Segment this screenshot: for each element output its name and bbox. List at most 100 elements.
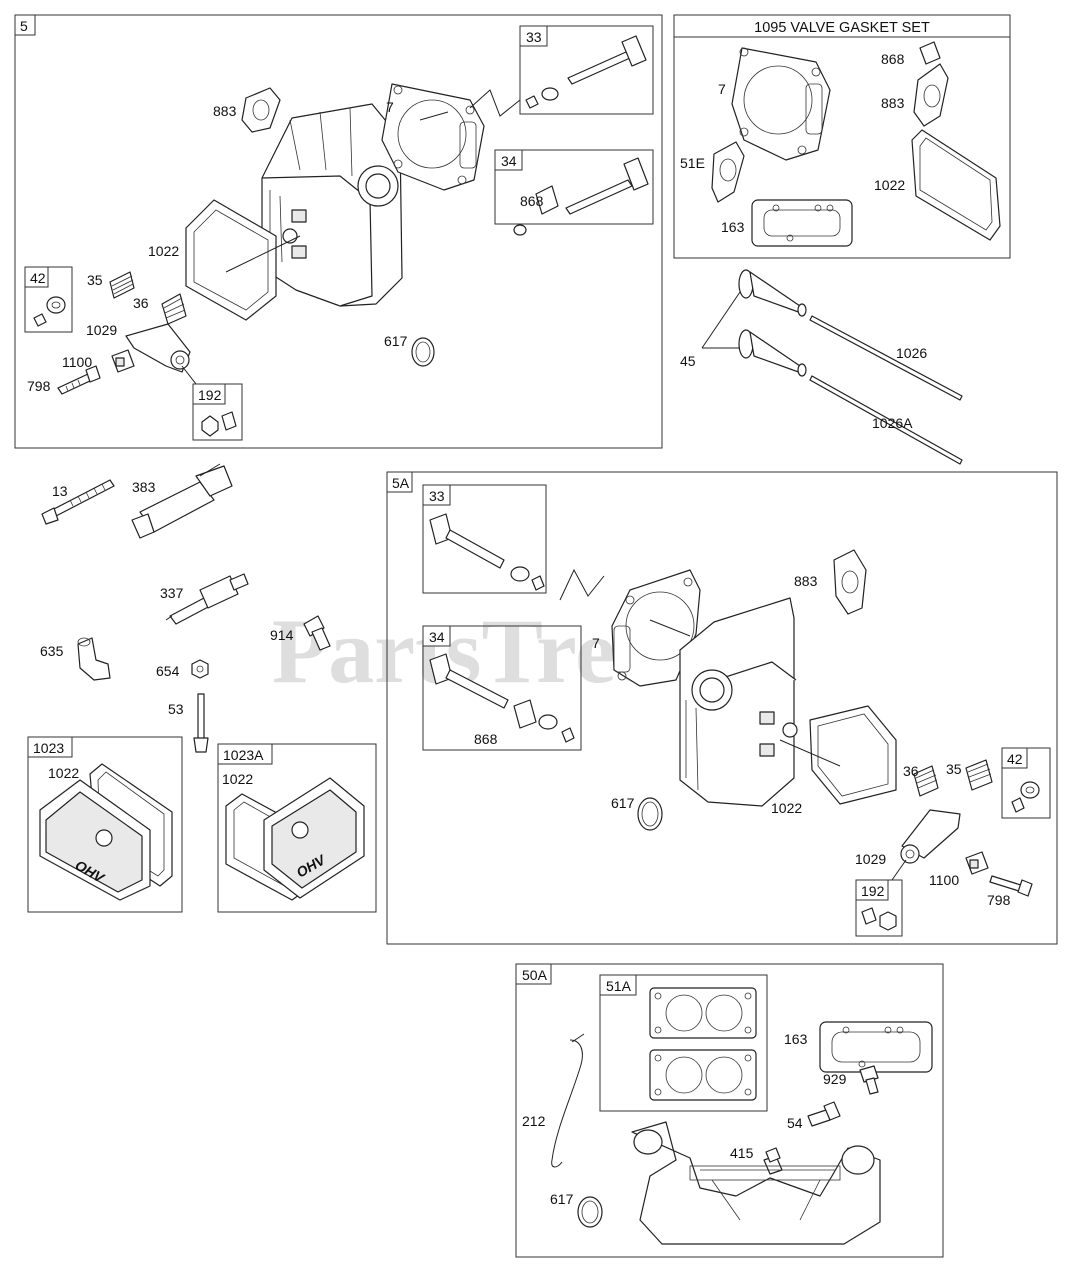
sub-box-5a-33: 33 (422, 484, 547, 594)
gasket-883-kit-part[interactable] (913, 63, 949, 127)
callout-654: 654 (156, 663, 180, 679)
callout-1100-a: 1100 (62, 354, 92, 370)
valve-spring-35-part[interactable] (109, 271, 135, 299)
valve-guide-45-lower-part[interactable] (738, 329, 807, 377)
spark-plug-337-part[interactable] (165, 573, 249, 625)
wire-212-part[interactable] (551, 1033, 585, 1168)
leader-45 (701, 291, 741, 349)
pivot-guide-1100-part[interactable] (111, 349, 135, 373)
exhaust-manifold-part[interactable] (631, 1121, 881, 1245)
sub-box-5-42-tag: 42 (30, 270, 46, 286)
kit-50a-tag: 50A (522, 967, 548, 983)
sub-box-50a-51a: 51A (599, 974, 768, 1112)
callout-1029-c: 1029 (855, 851, 886, 867)
head-gasket-part[interactable] (381, 83, 485, 191)
callout-1022-a: 1022 (148, 243, 179, 259)
sub-box-5a-34: 34 (422, 625, 582, 751)
exhaust-valve-34-5a-part[interactable] (429, 653, 575, 743)
kit-1023-frame: 1023 (27, 736, 183, 913)
valve-guide-45-upper-part[interactable] (738, 269, 807, 317)
rocker-gasket-1022-part[interactable] (185, 199, 277, 321)
gasket-163-50a-part[interactable] (819, 1021, 933, 1073)
valve-spring-36-part[interactable] (161, 293, 187, 325)
exhaust-gasket-883-5a-part[interactable] (833, 549, 867, 615)
valve-spring-35-5a-part[interactable] (965, 759, 993, 791)
kit-5-tag: 5 (20, 18, 28, 34)
bolt-798-5a-part[interactable] (989, 875, 1033, 897)
valve-cover-1023-part[interactable] (39, 779, 151, 901)
nut-654-part[interactable] (191, 659, 209, 679)
sub-box-5a-192: 192 (855, 879, 903, 937)
spring-retainer-42-part[interactable] (33, 296, 66, 327)
sub-box-5-42: 42 (24, 266, 73, 333)
callout-883-a: 883 (213, 103, 237, 119)
intake-valve-33-5a-part[interactable] (429, 513, 545, 591)
gasket-163-kit-part[interactable] (751, 199, 853, 247)
bolt-13-part[interactable] (41, 479, 115, 525)
screw-914-part[interactable] (303, 615, 331, 651)
callout-1022-e: 1022 (771, 800, 802, 816)
pivot-guide-1100-5a-part[interactable] (965, 851, 989, 875)
callout-45: 45 (680, 353, 696, 369)
valve-seal-868-kit-part[interactable] (919, 41, 941, 65)
sub-box-5-34-tag: 34 (501, 153, 517, 169)
rocker-arm-1029-5a-part[interactable] (900, 809, 961, 864)
head-gasket-5a-part[interactable] (611, 569, 701, 687)
cylinder-head-part[interactable] (261, 103, 403, 307)
callout-1022-c: 1022 (48, 765, 79, 781)
o-ring-617-5a-part[interactable] (637, 797, 663, 831)
push-rod-1026-part[interactable] (809, 315, 963, 401)
cylinder-head-5a-part[interactable] (679, 597, 798, 807)
manifold-gasket-51a-upper-part[interactable] (649, 987, 757, 1039)
head-gasket-7-kit-part[interactable] (731, 47, 831, 161)
sub-box-5-192: 192 (192, 383, 243, 441)
rocker-gasket-1022-5a-part[interactable] (809, 705, 897, 805)
callout-883-c: 883 (794, 573, 818, 589)
rocker-arm-1029-part[interactable] (125, 323, 191, 373)
callout-13: 13 (52, 483, 68, 499)
exhaust-gasket-883-part[interactable] (241, 87, 281, 133)
elbow-635-part[interactable] (77, 637, 111, 681)
callout-914: 914 (270, 627, 294, 643)
kit-5-frame: 5 (14, 14, 663, 449)
spring-retainer-42-5a-part[interactable] (1011, 781, 1040, 813)
valve-cover-1023a-part[interactable] (263, 777, 365, 899)
kit-1023-tag: 1023 (33, 740, 64, 756)
adjusting-nut-192-part[interactable] (201, 411, 237, 437)
callout-798-c: 798 (987, 892, 1011, 908)
o-ring-617-50a-part[interactable] (577, 1196, 603, 1228)
kit-50a-frame: 50A (515, 963, 944, 1258)
callout-868-c: 868 (474, 731, 498, 747)
push-rod-1026a-part[interactable] (809, 375, 963, 465)
leader-1022-5a (779, 739, 841, 767)
leader-zigzag-5a (559, 568, 605, 601)
callout-36-a: 36 (133, 295, 149, 311)
o-ring-617-part[interactable] (411, 337, 435, 367)
callout-54: 54 (787, 1115, 803, 1131)
fitting-415-part[interactable] (763, 1147, 783, 1175)
breather-383-part[interactable] (131, 463, 233, 539)
callout-868-b: 868 (881, 51, 905, 67)
gasket-51e-part[interactable] (711, 141, 745, 203)
screw-929-part[interactable] (859, 1065, 879, 1095)
intake-valve-33-part[interactable] (525, 35, 647, 109)
callout-1026: 1026 (896, 345, 927, 361)
valve-spring-36-5a-part[interactable] (913, 765, 939, 797)
callout-617-c: 617 (611, 795, 635, 811)
callout-53: 53 (168, 701, 184, 717)
sub-box-5a-34-tag: 34 (429, 629, 445, 645)
adjusting-nut-192-5a-part[interactable] (861, 907, 897, 931)
screw-54-part[interactable] (807, 1101, 841, 1127)
callout-1029-a: 1029 (86, 322, 117, 338)
stud-53-part[interactable] (193, 693, 209, 753)
exhaust-valve-34-part[interactable] (513, 157, 649, 236)
manifold-gasket-51a-lower-part[interactable] (649, 1049, 757, 1101)
gasket-1022-kit-part[interactable] (911, 129, 1001, 241)
sub-box-5a-42: 42 (1001, 747, 1051, 819)
bolt-798-part[interactable] (57, 365, 101, 395)
callout-35-a: 35 (87, 272, 103, 288)
sub-box-5a-42-tag: 42 (1007, 751, 1023, 767)
callout-635: 635 (40, 643, 64, 659)
callout-212: 212 (522, 1113, 546, 1129)
